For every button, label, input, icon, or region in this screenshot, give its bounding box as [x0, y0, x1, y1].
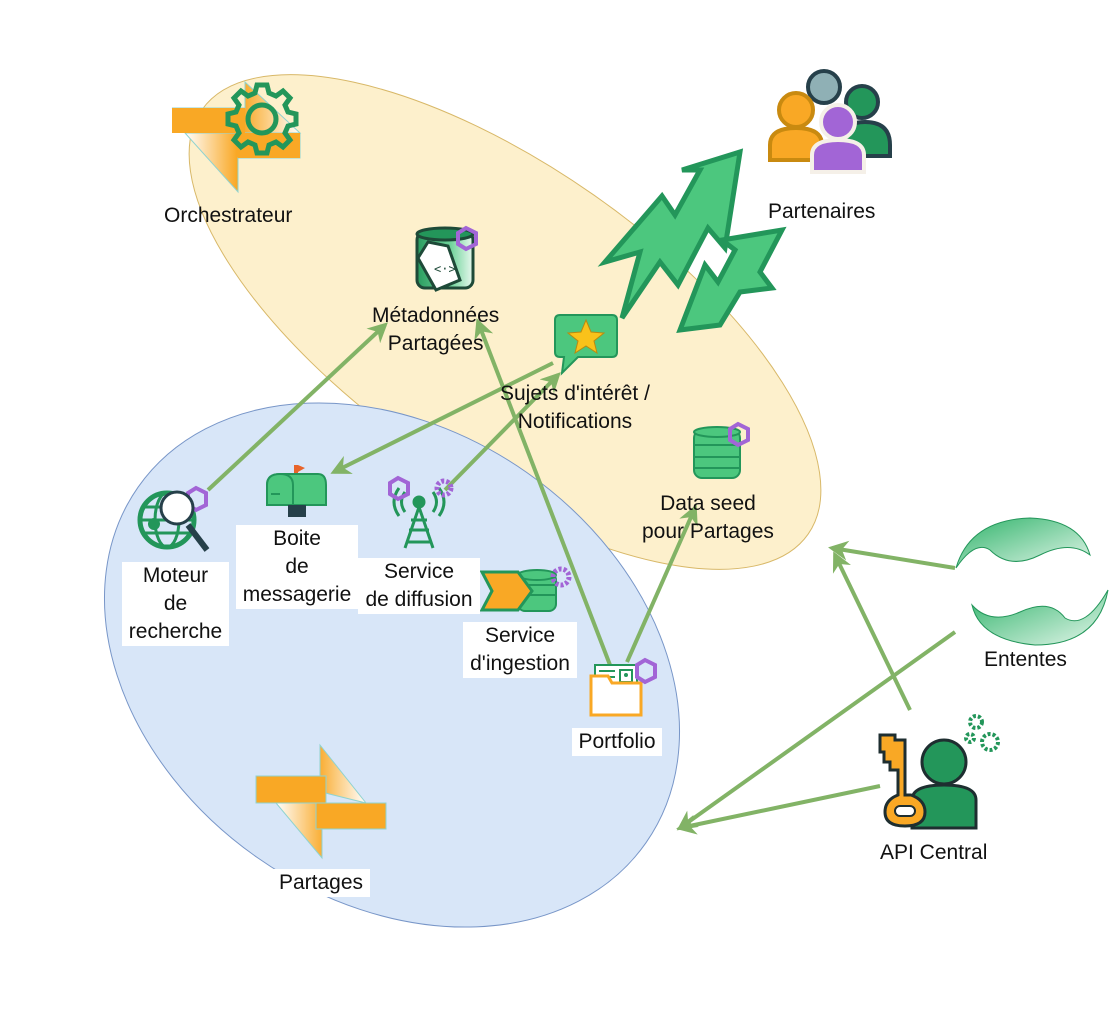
swirl-icon	[955, 517, 1109, 646]
node-label-partages: Partages	[272, 869, 370, 897]
node-label-portfolio: Portfolio	[572, 728, 662, 756]
edges	[206, 318, 957, 835]
mailbox-icon	[266, 465, 327, 517]
svg-text:<·>: <·>	[434, 262, 456, 276]
node-label-moteur: Moteur de recherche	[122, 562, 229, 646]
globe-search-icon	[137, 485, 210, 552]
node-label-api: API Central	[880, 841, 988, 864]
node-label-sujets: Sujets d'intérêt / Notifications	[500, 382, 650, 433]
node-label-boite: Boite de messagerie	[236, 525, 358, 609]
database-icon	[693, 421, 750, 479]
gear-arrows-icon	[171, 80, 302, 194]
edge-api-partages	[676, 784, 881, 835]
node-label-diffusion: Service de diffusion	[358, 558, 480, 614]
node-label-orchestrateur: Orchestrateur	[164, 204, 293, 227]
edge-moteur-metadonnees	[206, 322, 388, 492]
edge-api-orchestrateur	[832, 551, 912, 711]
ingest-database-icon	[479, 566, 572, 612]
edge-portfolio-metadonnees	[474, 318, 612, 666]
edge-sujets-boite	[330, 361, 554, 474]
edge-portfolio-dataseed	[625, 504, 698, 663]
node-label-ingestion: Service d'ingestion	[463, 622, 577, 678]
users-group-icon	[768, 69, 892, 174]
node-label-dataseed: Data seed pour Partages	[642, 492, 774, 543]
node-label-ententes: Ententes	[984, 648, 1067, 671]
exchange-arrows-icon	[255, 743, 387, 860]
edge-ententes-partages	[676, 630, 957, 831]
lightning-arrows-icon	[597, 148, 787, 333]
edge-diffusion-sujets	[443, 372, 561, 492]
antenna-icon	[388, 475, 454, 549]
node-label-metadonnees: Métadonnées Partagées	[372, 304, 500, 355]
edge-ententes-orchestrateur	[828, 540, 956, 570]
node-label-partenaires: Partenaires	[768, 198, 876, 226]
key-user-icon	[878, 714, 1000, 830]
database-tag-icon: <·>	[415, 225, 478, 292]
star-chat-icon	[554, 314, 618, 376]
folder-card-icon	[589, 657, 657, 717]
